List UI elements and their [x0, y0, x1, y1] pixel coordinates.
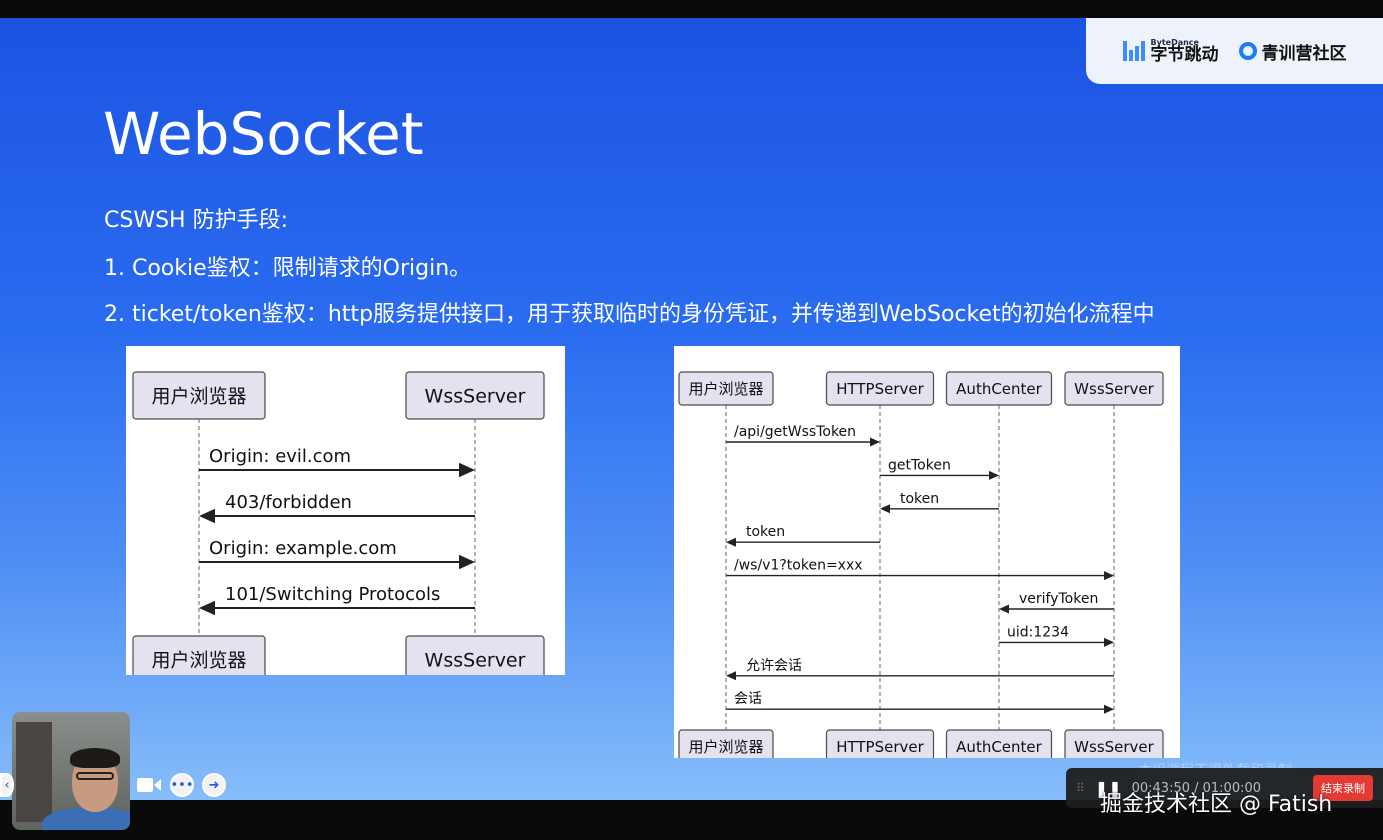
community-name: 青训营社区 [1261, 43, 1347, 64]
drag-handle-icon[interactable]: ⠿ [1076, 781, 1085, 795]
left-control-strip: ‹ [0, 772, 14, 798]
diagram1-message: 101/Switching Protocols [199, 584, 475, 616]
recording-toolbar: ⠿ ❚❚ 00:43:50 / 01:00:00 结束录制 [1066, 768, 1383, 808]
bytedance-small-text: ByteDance [1150, 37, 1199, 47]
diagram2-participant-box: 用户浏览器 [678, 371, 774, 406]
diagram2-participant-box: WssServer [1064, 371, 1164, 406]
slide-title: WebSocket [103, 100, 424, 168]
diagram2-message-label: token [746, 524, 785, 540]
stop-recording-button[interactable]: 结束录制 [1313, 775, 1373, 801]
presentation-slide: ByteDance 字节跳动 青训营社区 WebSocket CSWSH 防护手… [0, 18, 1383, 800]
diagram2-participant-box: AuthCenter [945, 371, 1053, 406]
diagram1-message-label: Origin: evil.com [209, 446, 351, 467]
diagram2-message-label: 会话 [734, 691, 762, 707]
diagram1-message: Origin: evil.com [199, 446, 475, 478]
diagram2-message: /ws/v1?token=xxx [726, 558, 1114, 581]
diagram1-participant-label: WssServer [425, 649, 526, 671]
slide-line-2: 1. Cookie鉴权：限制请求的Origin。 [104, 256, 472, 281]
diagram2-message: verifyToken [999, 591, 1114, 614]
diagram2-participant-box: HTTPServer [825, 729, 935, 758]
diagram1-message: 403/forbidden [199, 492, 475, 524]
diagram2-message-label: 允许会话 [746, 658, 802, 674]
diagram2-participant-label: 用户浏览器 [688, 738, 763, 756]
diagram2-message-label: /ws/v1?token=xxx [734, 558, 863, 574]
presenter-webcam [12, 712, 130, 830]
community-logo: 青训营社区 [1238, 39, 1347, 64]
diagram2-message-label: uid:1234 [1007, 624, 1069, 640]
diagram2-message-label: getToken [888, 457, 951, 473]
more-options-icon[interactable]: ••• [170, 773, 194, 797]
diagram2-message: uid:1234 [999, 624, 1114, 647]
brand-banner: ByteDance 字节跳动 青训营社区 [1086, 18, 1383, 84]
diagram2-participant-label: WssServer [1074, 738, 1154, 756]
next-arrow-icon[interactable]: ➜ [202, 773, 226, 797]
diagram2-message-label: verifyToken [1019, 591, 1098, 607]
diagram2-participant-box: HTTPServer [825, 371, 935, 406]
diagram2-message: token [726, 524, 880, 547]
diagram1-participant-box: WssServer [405, 371, 545, 420]
collapse-icon[interactable]: ‹ [0, 773, 14, 797]
diagram1-message-label: 101/Switching Protocols [225, 584, 440, 605]
pause-icon[interactable]: ❚❚ [1094, 778, 1122, 798]
diagram2-participant-label: HTTPServer [836, 380, 924, 398]
footer-watermark: 掘金技术社区 @ Fatish [1100, 792, 1333, 817]
diagram2-participant-box: AuthCenter [945, 729, 1053, 758]
diagram2-participant-box: WssServer [1064, 729, 1164, 758]
meeting-controls: ••• ➜ [136, 772, 226, 798]
diagram2-message: 允许会话 [726, 658, 1114, 681]
bytedance-name: 字节跳动 [1150, 44, 1219, 65]
diagram1-participant-label: WssServer [425, 385, 526, 407]
top-black-bar [0, 0, 1383, 18]
diagram2-participant-label: HTTPServer [836, 738, 924, 756]
diagram2-message: /api/getWssToken [726, 424, 880, 447]
ring-icon [1238, 42, 1257, 60]
diagram2-message: getToken [880, 457, 999, 480]
recording-timer: 00:43:50 / 01:00:00 [1131, 780, 1262, 796]
diagram2-participant-label: AuthCenter [956, 738, 1042, 756]
diagram1-message-label: Origin: example.com [209, 538, 397, 559]
diagram1-participant-label: 用户浏览器 [151, 649, 246, 671]
diagram2-participant-label: AuthCenter [956, 380, 1042, 398]
slide-line-1: CSWSH 防护手段: [104, 208, 288, 233]
diagram1-participant-label: 用户浏览器 [151, 385, 246, 407]
diagram1-participant-box: 用户浏览器 [132, 371, 266, 420]
diagram1-message: Origin: example.com [199, 538, 475, 570]
bytedance-logo: ByteDance 字节跳动 [1122, 37, 1219, 65]
video-camera-icon[interactable] [136, 775, 162, 795]
slide-line-3: 2. ticket/token鉴权：http服务提供接口，用于获取临时的身份凭证… [104, 302, 1155, 327]
diagram2-message-label: token [900, 491, 939, 507]
diagram2-message: token [880, 491, 999, 514]
diagram1-participant-box: WssServer [405, 635, 545, 675]
diagram2-message-label: /api/getWssToken [734, 424, 856, 440]
diagram2-message: 会话 [726, 691, 1114, 714]
diagram2-participant-box: 用户浏览器 [678, 729, 774, 758]
diagram1-message-label: 403/forbidden [225, 492, 352, 513]
diagram2-participant-label: 用户浏览器 [688, 380, 763, 398]
diagram2-participant-label: WssServer [1074, 380, 1154, 398]
bytedance-bars-icon [1122, 41, 1145, 61]
diagram1-participant-box: 用户浏览器 [132, 635, 266, 675]
